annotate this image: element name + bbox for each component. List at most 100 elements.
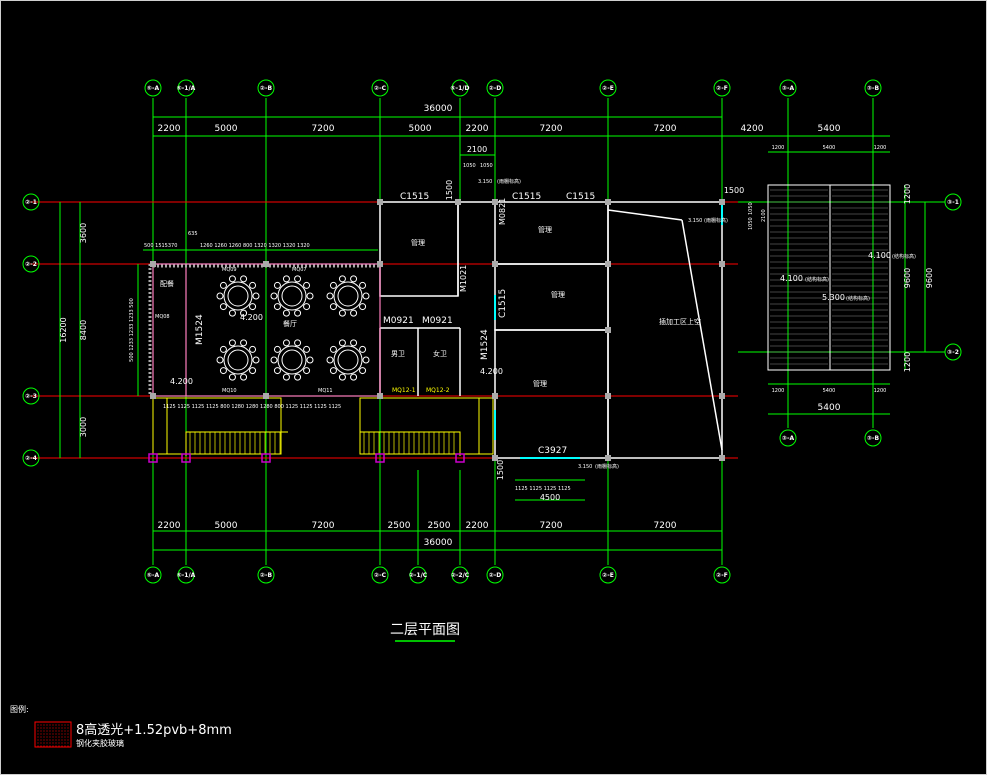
- column: [263, 261, 269, 267]
- tag-m0921-b: M0921: [422, 316, 453, 326]
- axis-bubble-top-1: ⑤-1/A: [177, 79, 196, 97]
- level-canopy-bottom-note: (雨棚标高): [595, 463, 619, 470]
- column: [377, 393, 383, 399]
- column: [150, 261, 156, 267]
- dining-table: [270, 339, 314, 381]
- dining-table: [326, 275, 370, 317]
- level-roof-left: 4.100: [780, 274, 803, 283]
- svg-text:②-B: ②-B: [260, 572, 273, 579]
- column: [150, 393, 156, 399]
- axis-bubble-left-1: ②-2: [22, 255, 40, 273]
- dimension-left-mid: 8400: [79, 320, 88, 340]
- dimension-right-bottom-0: 1200: [772, 388, 785, 394]
- tag-m1524-a: M1524: [195, 314, 205, 345]
- axis-bubble-left-0: ②-1: [22, 193, 40, 211]
- svg-text:②-F: ②-F: [716, 85, 728, 92]
- svg-text:③-2: ③-2: [947, 349, 959, 356]
- dimension-top-1: 5000: [215, 124, 238, 134]
- axis-bubble-top-8: ③-A: [779, 79, 797, 97]
- axis-bubble-top-4: ⑤-1/D: [451, 79, 469, 97]
- dimension-right-v-total: 9600: [925, 268, 934, 288]
- dimension-right-v3: 1200: [903, 352, 912, 372]
- level-roof-top-note: (结构标高): [846, 295, 870, 302]
- column: [148, 453, 158, 463]
- tag-mq08: MQ08: [155, 314, 170, 320]
- tag-m0921-a: M0921: [383, 316, 414, 326]
- tag-m1524-b: M1524: [480, 329, 490, 360]
- svg-text:⑤-A: ⑤-A: [147, 572, 160, 579]
- svg-text:②-E: ②-E: [602, 85, 614, 92]
- dimension-left-total: 16200: [59, 317, 68, 342]
- dimension-hall-left: 500 1233 1233 1233 500: [129, 298, 135, 362]
- column: [719, 199, 725, 205]
- column: [719, 393, 725, 399]
- stairs: [152, 397, 494, 456]
- axis-bubble-top-5: ②-D: [486, 79, 504, 97]
- axis-bubble-top-3: ②-C: [371, 79, 389, 97]
- dimension-left-top: 3600: [79, 223, 88, 243]
- level-canopy-bottom: 3.150: [578, 464, 592, 470]
- legend-swatch-hatch: [37, 724, 69, 747]
- dimension-bottom-7: 7200: [654, 521, 677, 531]
- dimension-right-bottom-1: 5400: [823, 388, 836, 394]
- axis-bubble-bottom-0: ⑤-A: [144, 566, 162, 584]
- dimension-base-row: 1125 1125 1125 1125 800 1280 1280 1280 8…: [163, 404, 341, 410]
- tag-c1515-c: C1515: [566, 192, 595, 202]
- dimension-1050-d: 1050: [748, 217, 754, 230]
- svg-text:⑤-A: ⑤-A: [147, 85, 160, 92]
- svg-text:②-3: ②-3: [25, 393, 37, 400]
- axis-bubble-bottom-1: ⑤-1/A: [177, 566, 196, 584]
- column: [181, 453, 191, 463]
- level-canopy-top-note: (雨棚标高): [497, 178, 521, 185]
- dimension-top-7: 4200: [741, 124, 764, 134]
- svg-text:②-D: ②-D: [489, 85, 502, 92]
- dimension-top-3: 5000: [409, 124, 432, 134]
- level-roof-right: 4.100: [868, 251, 891, 260]
- vertical-axis-lines: [152, 98, 874, 565]
- legend-heading: 图例:: [10, 704, 29, 714]
- column: [719, 261, 725, 267]
- dimension-right-v2: 9600: [903, 268, 912, 288]
- svg-text:③-B: ③-B: [867, 85, 880, 92]
- tag-c3927: C3927: [538, 446, 567, 456]
- total-dimension-top: 36000: [424, 104, 453, 114]
- dimension-1050-c: 1050: [748, 202, 754, 215]
- column: [719, 455, 725, 461]
- room-wc-male: 男卫: [391, 350, 405, 358]
- column: [492, 455, 498, 461]
- level-roof-right-note: (结构标高): [892, 253, 916, 260]
- level-canopy-right: 3.150: [688, 218, 702, 224]
- tag-mq07: MQ07: [292, 267, 307, 273]
- tag-c1515-b: C1515: [512, 192, 541, 202]
- axis-bubble-top-6: ②-E: [599, 79, 617, 97]
- column: [605, 393, 611, 399]
- axis-bubble-top-2: ②-B: [257, 79, 275, 97]
- column: [492, 393, 498, 399]
- dimension-right-bottom-2: 1200: [874, 388, 887, 394]
- svg-text:③-A: ③-A: [782, 85, 795, 92]
- level-roof-left-note: (结构标高): [805, 276, 829, 283]
- dimension-1050-b: 1050: [480, 163, 493, 169]
- dimension-lines: [59, 116, 926, 551]
- tag-mq09: MQ09: [222, 267, 237, 273]
- dimension-2100-right: 2100: [761, 209, 767, 222]
- legend-swatch: [34, 721, 72, 748]
- svg-text:②-C: ②-C: [374, 85, 387, 92]
- svg-text:②-B: ②-B: [260, 85, 273, 92]
- axis-bubble-bottom-3: ②-C: [371, 566, 389, 584]
- dimension-top-6: 7200: [654, 124, 677, 134]
- dimension-top-5: 7200: [540, 124, 563, 134]
- dimension-635: 635: [188, 231, 198, 237]
- dimension-bottom-2: 7200: [312, 521, 335, 531]
- axis-bubble-top-0: ⑤-A: [144, 79, 162, 97]
- dining-tables: [216, 275, 370, 381]
- svg-text:③-1: ③-1: [947, 199, 959, 206]
- room-wc-female: 女卫: [433, 349, 447, 358]
- column: [605, 199, 611, 205]
- glazing: [494, 205, 723, 459]
- column: [261, 453, 271, 463]
- column: [455, 199, 461, 205]
- axis-bubble-top-9: ③-B: [864, 79, 882, 97]
